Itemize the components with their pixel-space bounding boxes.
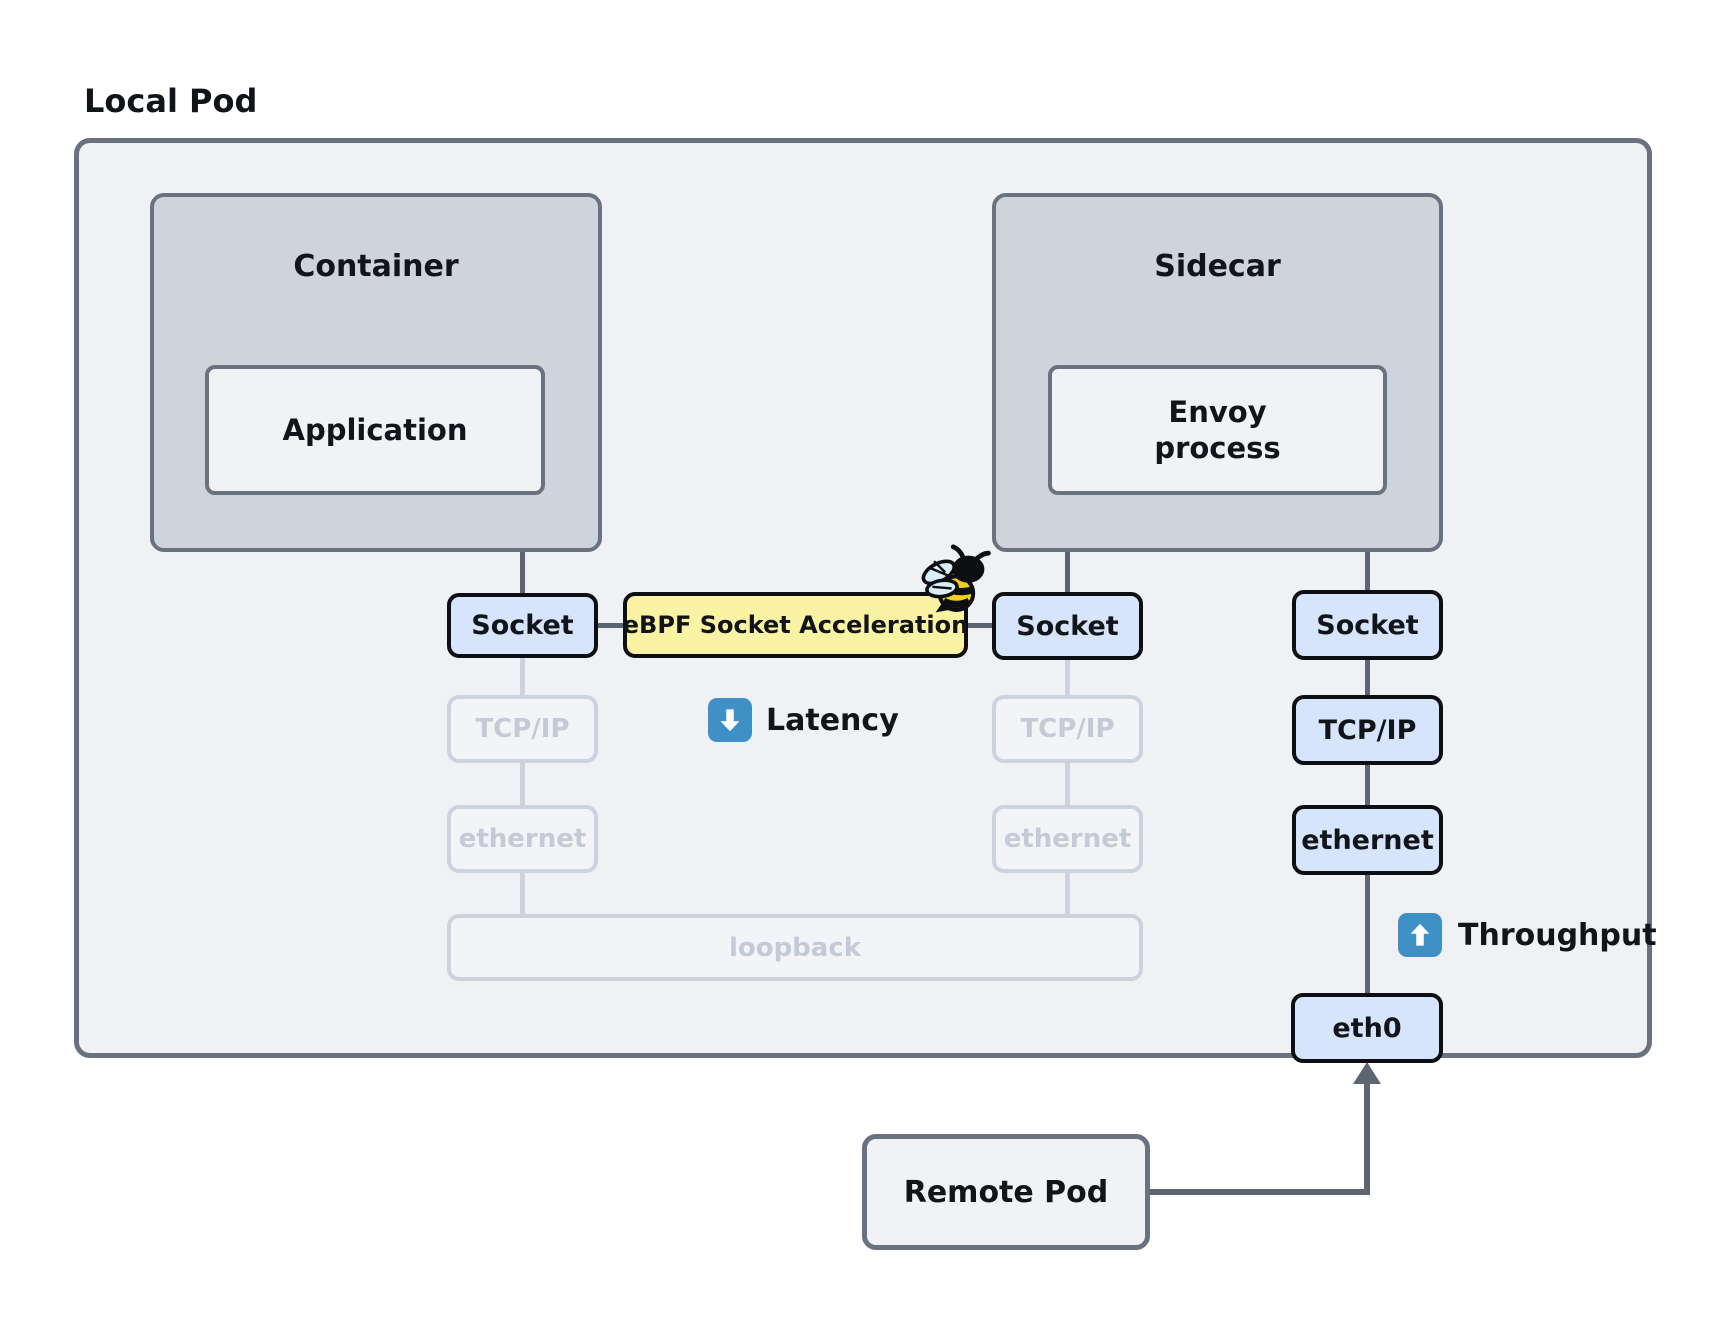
connector-remotepod-horizontal [1150, 1189, 1370, 1195]
down-arrow-icon [720, 709, 740, 732]
connector-sidecar-socket [1065, 552, 1070, 594]
connector-remotepod-vertical [1364, 1080, 1370, 1195]
remote-pod-box: Remote Pod [862, 1134, 1150, 1250]
eth0-node: eth0 [1291, 993, 1443, 1063]
latency-label: Latency [766, 703, 899, 738]
connector-sidecar-nic-socket [1365, 552, 1370, 592]
app-ethernet-node: ethernet [447, 805, 598, 873]
nic-tcpip-node: TCP/IP [1292, 695, 1443, 765]
throughput-label: Throughput [1458, 918, 1657, 953]
sidecar-tcpip-node: TCP/IP [992, 695, 1143, 763]
muted-connector-left-tcpip-ethernet [520, 763, 525, 807]
sidecar-ethernet-node: ethernet [992, 805, 1143, 873]
connector-nic-tcpip-ethernet [1365, 765, 1370, 807]
up-arrow-icon [1410, 923, 1430, 946]
latency-down-arrow-icon [708, 698, 752, 742]
connector-ebpf-socket-right [966, 623, 994, 628]
arrowhead-to-eth0 [1353, 1062, 1381, 1084]
ebpf-bee-icon [921, 544, 991, 613]
muted-connector-mid-tcpip-ethernet [1065, 763, 1070, 807]
connector-nic-socket-tcpip [1365, 660, 1370, 697]
envoy-process-label: Envoy process [1154, 394, 1281, 465]
local-pod-title: Local Pod [84, 82, 258, 120]
muted-connector-left-socket-tcpip [520, 658, 525, 697]
container-title: Container [293, 249, 459, 284]
throughput-up-arrow-icon [1398, 913, 1442, 957]
sidecar-title: Sidecar [1154, 249, 1281, 284]
muted-connector-mid-socket-tcpip [1065, 660, 1070, 697]
muted-connector-mid-ethernet-loopback [1065, 873, 1070, 916]
app-socket-node: Socket [447, 593, 598, 658]
nic-ethernet-node: ethernet [1292, 805, 1443, 875]
connector-socket-ebpf-left [598, 623, 623, 628]
nic-socket-node: Socket [1292, 590, 1443, 660]
connector-nic-ethernet-eth0 [1365, 875, 1370, 995]
loopback-node: loopback [447, 914, 1143, 981]
ebpf-acceleration-node: eBPF Socket Acceleration [623, 592, 968, 658]
muted-connector-left-ethernet-loopback [520, 873, 525, 916]
application-label: Application [282, 412, 468, 447]
app-tcpip-node: TCP/IP [447, 695, 598, 763]
connector-container-socket [520, 552, 525, 595]
envoy-process-box: Envoy process [1048, 365, 1387, 495]
sidecar-socket-node: Socket [992, 592, 1143, 660]
application-box: Application [205, 365, 545, 495]
